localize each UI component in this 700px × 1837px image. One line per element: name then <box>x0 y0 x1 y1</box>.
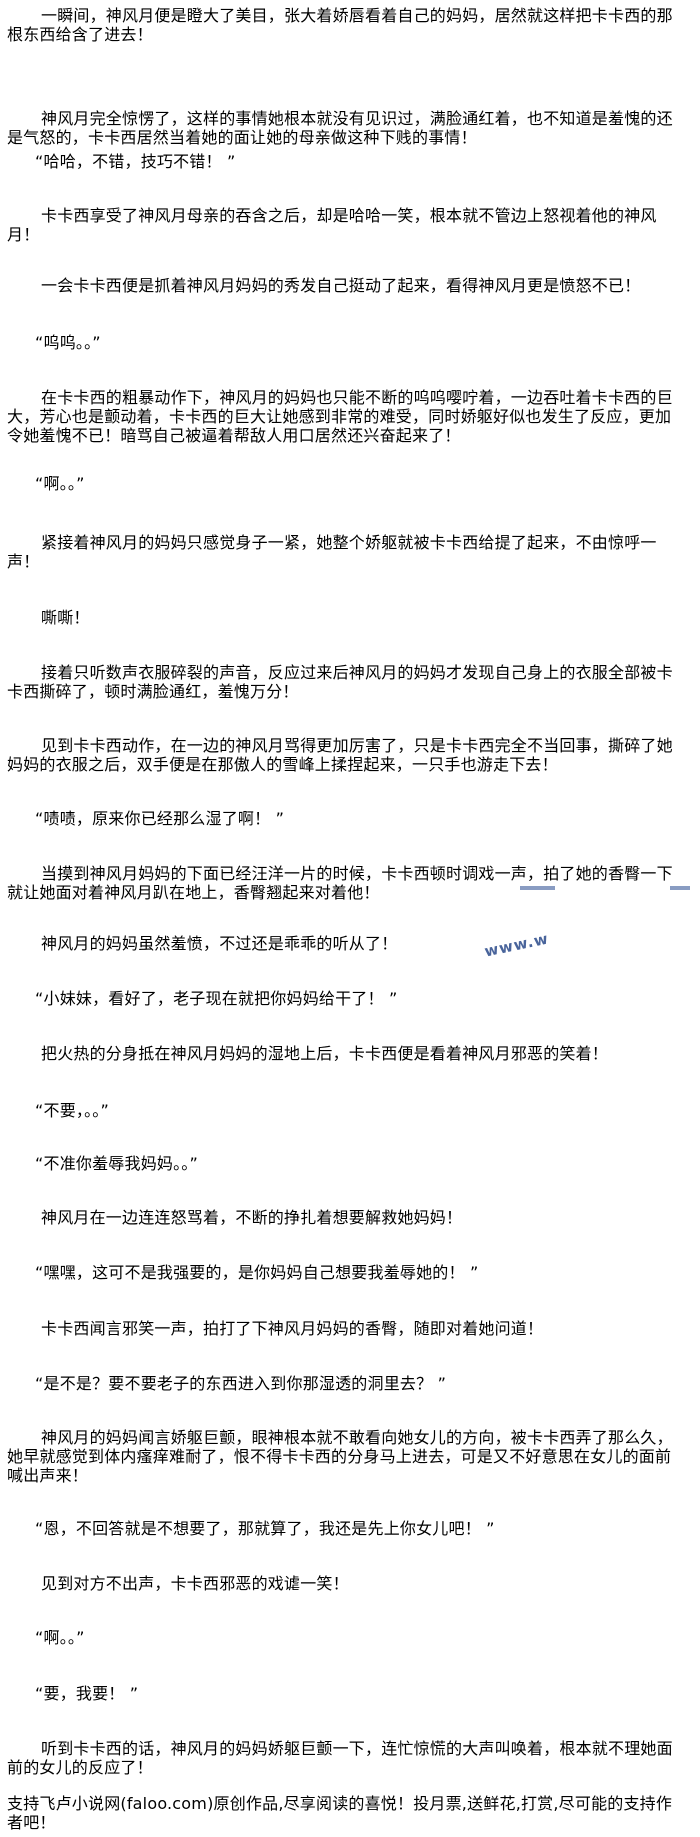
dialogue-paragraph: “恩，不回答就是不想要了，那就算了，我还是先上你女儿吧！ ” <box>35 1519 495 1538</box>
dialogue-paragraph: “啧啧，原来你已经那么湿了啊！ ” <box>35 809 285 828</box>
paragraph: 当摸到神风月妈妈的下面已经汪洋一片的时候，卡卡西顿时调戏一声，拍了她的香臀一下就… <box>7 864 673 902</box>
paragraph: 卡卡西享受了神风月母亲的吞含之后，却是哈哈一笑，根本就不管边上怒视着他的神风月！ <box>7 206 657 244</box>
watermark-fragment <box>670 886 690 890</box>
paragraph: 紧接着神风月的妈妈只感觉身子一紧，她整个娇躯就被卡卡西给提了起来，不由惊呼一声！ <box>7 533 657 571</box>
watermark-fragment <box>520 886 555 890</box>
site-support-footer: 支持飞卢小说网(faloo.com)原创作品,尽享阅读的喜悦！投月票,送鲜花,打… <box>7 1794 673 1832</box>
dialogue-paragraph: “哈哈，不错，技巧不错！ ” <box>35 152 236 171</box>
paragraph: 嘶嘶！ <box>41 608 90 627</box>
paragraph: 见到对方不出声，卡卡西邪恶的戏谑一笑！ <box>41 1574 349 1593</box>
dialogue-paragraph: “不要，。。” <box>35 1101 109 1120</box>
paragraph: 见到卡卡西动作，在一边的神风月骂得更加厉害了，只是卡卡西完全不当回事，撕碎了她妈… <box>7 736 673 774</box>
dialogue-paragraph: “小妹妹，看好了，老子现在就把你妈妈给干了！ ” <box>35 989 398 1008</box>
dialogue-paragraph: “是不是？要不要老子的东西进入到你那湿透的洞里去？ ” <box>35 1374 447 1393</box>
paragraph: 神风月在一边连连怒骂着，不断的挣扎着想要解救她妈妈！ <box>41 1208 463 1227</box>
paragraph: 卡卡西闻言邪笑一声，拍打了下神风月妈妈的香臀，随即对着她问道！ <box>41 1319 544 1338</box>
paragraph: 神风月的妈妈虽然羞愤，不过还是乖乖的听从了！ <box>41 934 398 953</box>
dialogue-paragraph: “啊。。” <box>35 474 85 493</box>
paragraph: 神风月的妈妈闻言娇躯巨颤，眼神根本就不敢看向她女儿的方向，被卡卡西弄了那么久，她… <box>7 1428 673 1485</box>
paragraph: 听到卡卡西的话，神风月的妈妈娇躯巨颤一下，连忙惊慌的大声叫唤着，根本就不理她面前… <box>7 1739 673 1777</box>
paragraph: 把火热的分身抵在神风月妈妈的湿地上后，卡卡西便是看着神风月邪恶的笑着！ <box>41 1044 609 1063</box>
dialogue-paragraph: “嘿嘿，这可不是我强要的，是你妈妈自己想要我羞辱她的！ ” <box>35 1263 479 1282</box>
paragraph: 一瞬间，神风月便是瞪大了美目，张大着娇唇看着自己的妈妈，居然就这样把卡卡西的那根… <box>7 6 673 44</box>
dialogue-paragraph: “啊。。” <box>35 1628 85 1647</box>
paragraph: 在卡卡西的粗暴动作下，神风月的妈妈也只能不断的呜呜嘤咛着，一边吞吐着卡卡西的巨大… <box>7 388 673 445</box>
dialogue-paragraph: “要，我要！ ” <box>35 1684 139 1703</box>
dialogue-paragraph: “不准你羞辱我妈妈。。” <box>35 1154 198 1173</box>
paragraph: 一会卡卡西便是抓着神风月妈妈的秀发自己挺动了起来，看得神风月更是愤怒不已！ <box>41 276 641 295</box>
dialogue-paragraph: “呜呜。。” <box>35 333 101 352</box>
paragraph: 接着只听数声衣服碎裂的声音，反应过来后神风月的妈妈才发现自己身上的衣服全部被卡卡… <box>7 663 673 701</box>
paragraph: 神风月完全惊愣了，这样的事情她根本就没有见识过，满脸通红着，也不知道是羞愧的还是… <box>7 109 673 147</box>
